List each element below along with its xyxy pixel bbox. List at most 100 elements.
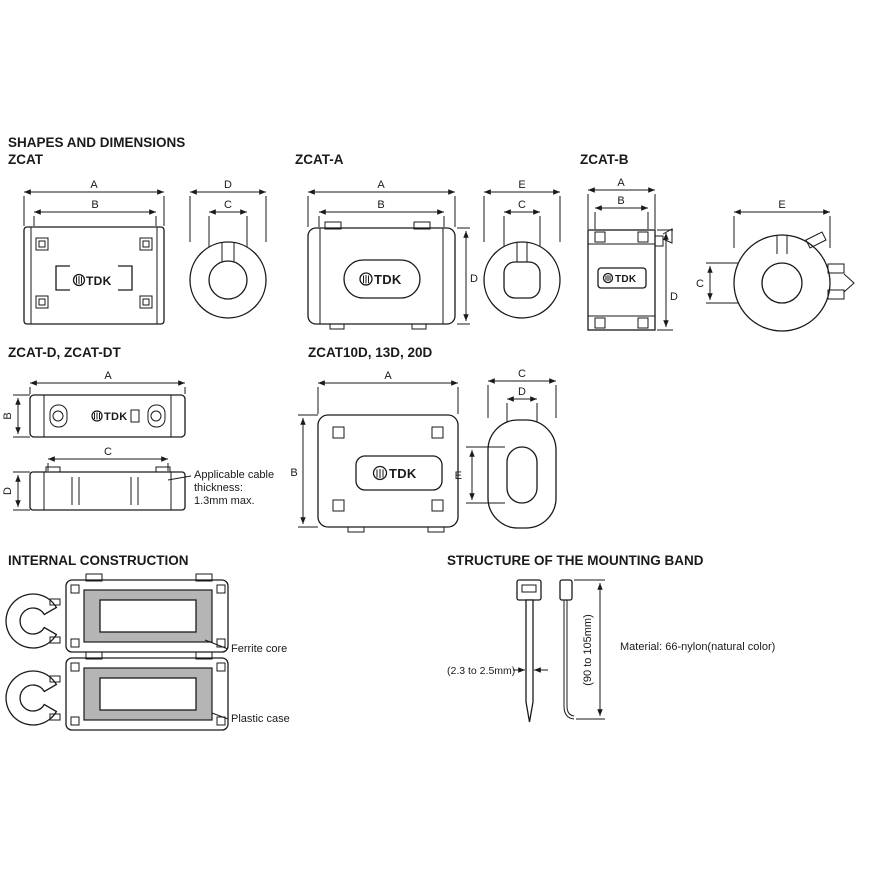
band-width-dim: (2.3 to 2.5mm)	[447, 665, 548, 677]
dim-label-c: C	[696, 278, 704, 290]
zcat-end-view: D C	[189, 179, 267, 319]
zcat10d-end-view: C D E	[455, 368, 557, 529]
case-half-bottom	[65, 651, 229, 731]
zcat-d-dim-d: D	[2, 471, 30, 511]
zcat-a-cable-hole	[503, 261, 541, 299]
model-label-zcat-b: ZCAT-B	[580, 152, 629, 167]
dim-label-b: B	[290, 467, 297, 479]
note-band-width: (2.3 to 2.5mm)	[447, 665, 515, 677]
dim-label-d: D	[2, 487, 14, 495]
zcat-dim-d: D	[189, 179, 267, 242]
dim-label-e: E	[518, 179, 525, 191]
note-plastic-case: Plastic case	[231, 713, 290, 725]
zcat-a-end-view: E C	[483, 179, 561, 319]
dim-label-c: C	[518, 199, 526, 211]
note-band-material: Material: 66-nylon(natural color)	[620, 641, 775, 653]
tdk-logo-text: TDK	[104, 411, 128, 423]
cable-tie-front	[516, 579, 542, 723]
zcat-a-drawing: A B TDK D E	[307, 179, 561, 330]
model-label-zcat-a: ZCAT-A	[295, 152, 344, 167]
internal-construction-drawing: Ferrite core Plastic case	[5, 573, 290, 731]
dim-label-b: B	[377, 199, 384, 211]
zcat-a-body: TDK	[307, 221, 456, 330]
tdk-mark-icon	[72, 273, 86, 287]
dim-label-b: B	[91, 199, 98, 211]
zcat-d-top-view: TDK	[29, 394, 186, 438]
dim-label-d: D	[518, 386, 526, 398]
dim-label-b: B	[617, 195, 624, 207]
zcat-body: TDK	[23, 226, 165, 325]
dim-label-a: A	[617, 177, 625, 189]
dim-label-e: E	[455, 470, 462, 482]
tdk-mark-icon	[372, 465, 388, 481]
note-ferrite-core: Ferrite core	[231, 643, 287, 655]
zcat-b-dim-a: A	[587, 177, 656, 229]
zcat-dim-a: A	[23, 179, 165, 226]
zcat-d-drawing: A TDK B C	[2, 370, 274, 511]
zcat-center-latch-left	[55, 265, 70, 291]
model-label-zcat10d: ZCAT10D, 13D, 20D	[308, 345, 433, 360]
band-length-dim: (90 to 105mm)	[574, 579, 605, 720]
tdk-logo-text: TDK	[374, 272, 402, 287]
zcat-b-drawing: A B TDK D C	[587, 177, 855, 332]
dim-label-a: A	[90, 179, 98, 191]
heading-internal: INTERNAL CONSTRUCTION	[8, 553, 189, 568]
model-label-zcat-d: ZCAT-D, ZCAT-DT	[8, 345, 121, 360]
tdk-mark-icon	[359, 272, 373, 286]
ferrite-half-section	[5, 670, 61, 726]
dim-label-a: A	[384, 370, 392, 382]
zcat-b-body: TDK	[587, 228, 673, 331]
tdk-mark-icon	[602, 272, 614, 284]
note-band-length: (90 to 105mm)	[582, 614, 594, 686]
dim-label-d: D	[470, 273, 478, 285]
zcat10d-dim-e: E	[455, 446, 505, 504]
zcat-b-side-view: E	[733, 199, 855, 332]
heading-shapes: SHAPES AND DIMENSIONS	[8, 135, 185, 150]
zcat10d-dim-a: A	[317, 370, 459, 414]
dim-label-c: C	[224, 199, 232, 211]
dim-label-b: B	[2, 412, 14, 419]
tdk-logo-text: TDK	[389, 466, 417, 481]
dim-label-c: C	[518, 368, 526, 380]
note-cable-line3: 1.3mm max.	[194, 495, 255, 507]
cable-tie-side	[559, 579, 575, 720]
dim-label-e: E	[778, 199, 785, 211]
zcat10d-dim-c: C	[487, 368, 557, 418]
zcat-latch-squares	[35, 237, 153, 309]
ferrite-label-leader	[204, 639, 229, 650]
case-half-top	[65, 573, 229, 653]
zcat-center-latch-right	[118, 265, 133, 291]
note-cable-line2: thickness:	[194, 482, 243, 494]
zcat-a-dim-d: D	[457, 227, 478, 325]
zcat-a-dim-b: B	[318, 199, 445, 227]
plastic-label-leader	[211, 712, 229, 720]
zcat-a-dim-a: A	[307, 179, 456, 227]
zcat-b-dim-b: B	[594, 195, 649, 229]
zcat-b-band-clip	[655, 228, 673, 247]
dim-label-d: D	[224, 179, 232, 191]
zcat-d-dim-c: C	[47, 446, 169, 471]
zcat10d-body: TDK	[317, 414, 459, 533]
note-cable-line1: Applicable cable	[194, 469, 274, 481]
zcat-d-dim-b: B	[2, 394, 30, 438]
zcat-dim-b: B	[33, 199, 157, 226]
tdk-logo-text: TDK	[615, 274, 637, 285]
zcat-a-dim-e: E	[483, 179, 561, 242]
dim-label-a: A	[104, 370, 112, 382]
zcat10d-cable-slot	[506, 446, 538, 504]
dim-label-a: A	[377, 179, 385, 191]
zcat-b-top-tab	[805, 231, 827, 249]
dim-label-d: D	[670, 291, 678, 303]
model-label-zcat: ZCAT	[8, 152, 44, 167]
zcat-a-logo-oval	[343, 259, 421, 299]
mounting-band-drawing: (2.3 to 2.5mm) (90 to 105mm) Material: 6…	[447, 579, 775, 723]
dim-label-c: C	[104, 446, 112, 458]
tdk-mark-icon	[91, 410, 103, 422]
zcat-drawing: A B TDK	[23, 179, 267, 325]
zcat-b-dim-e: E	[733, 199, 831, 248]
zcat-d-side-view	[29, 466, 186, 511]
zcat10d-drawing: A TDK B C	[290, 368, 557, 533]
tdk-logo-text: TDK	[86, 274, 112, 288]
